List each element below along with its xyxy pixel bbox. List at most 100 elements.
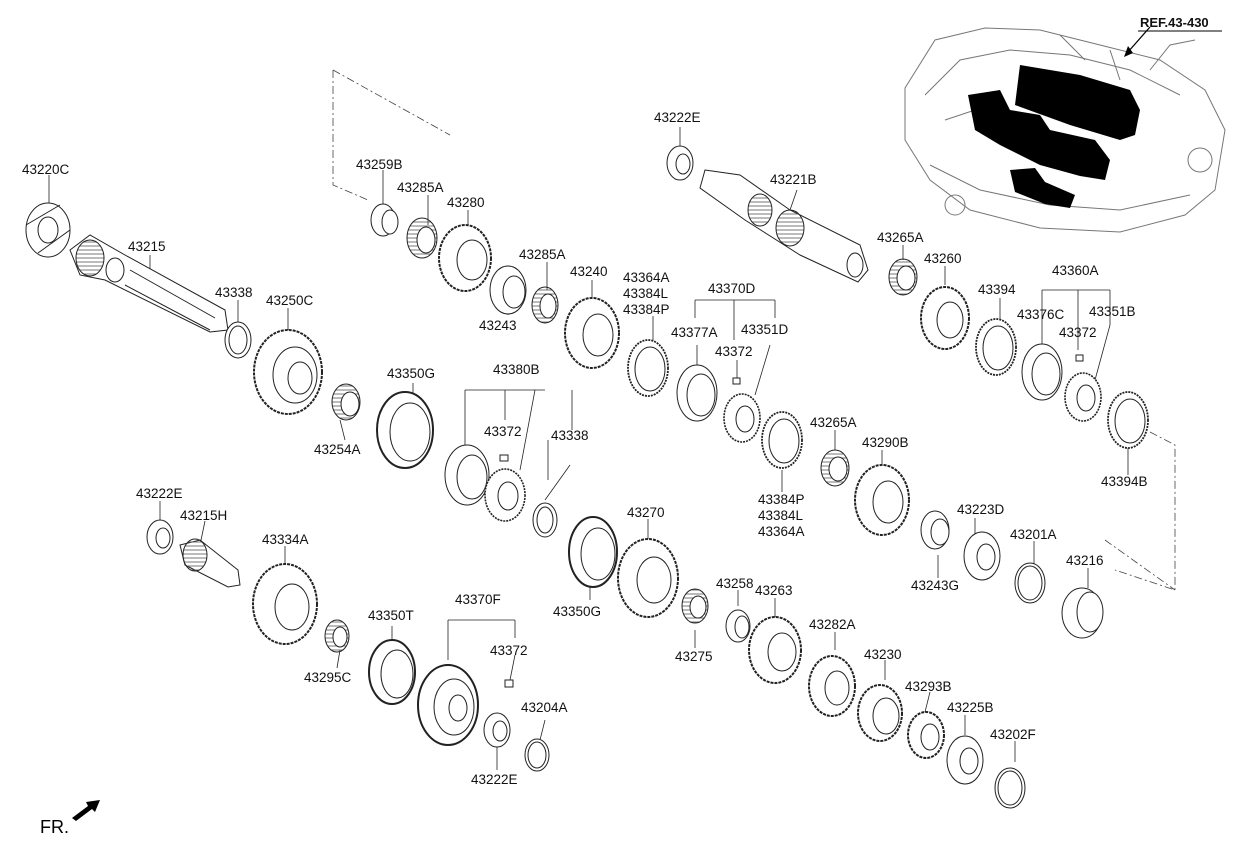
synchro-ring-43350T — [368, 639, 416, 705]
part-label-43372[interactable]: 43372 — [1059, 325, 1097, 340]
sleeve-43376C — [1021, 343, 1063, 401]
snap-ring-43204A — [524, 738, 550, 772]
part-label-43221B[interactable]: 43221B — [770, 172, 817, 187]
bush-43243 — [489, 265, 527, 315]
part-label-43364A[interactable]: 43364A — [623, 270, 670, 285]
part-label-43372[interactable]: 43372 — [715, 344, 753, 359]
synchro-ring-43394B — [1107, 391, 1149, 449]
part-label-43370F[interactable]: 43370F — [455, 592, 501, 607]
highlighted-shafts — [968, 65, 1140, 208]
part-label-43243[interactable]: 43243 — [479, 318, 517, 333]
part-label-43223D[interactable]: 43223D — [957, 502, 1005, 517]
bearing-43222E-b — [146, 519, 174, 555]
part-label-43384P[interactable]: 43384P — [623, 302, 670, 317]
part-label-43230[interactable]: 43230 — [864, 647, 902, 662]
needle-bearing-43265A-a — [888, 258, 918, 296]
part-label-43201A[interactable]: 43201A — [1010, 527, 1057, 542]
part-label-43384L[interactable]: 43384L — [758, 508, 804, 523]
part-label-43394B[interactable]: 43394B — [1101, 474, 1148, 489]
part-label-43376C[interactable]: 43376C — [1017, 307, 1065, 322]
synchro-ring-43384-a — [627, 339, 669, 397]
part-label-43295C[interactable]: 43295C — [304, 670, 352, 685]
front-direction-arrow-icon — [72, 800, 100, 821]
part-label-43258[interactable]: 43258 — [716, 576, 754, 591]
gear-43293B — [907, 711, 945, 759]
part-label-43285A[interactable]: 43285A — [397, 180, 444, 195]
part-label-43202F[interactable]: 43202F — [990, 727, 1036, 742]
part-label-43254A[interactable]: 43254A — [314, 442, 361, 457]
part-label-43222E[interactable]: 43222E — [136, 486, 183, 501]
bearing-43222E-a — [666, 145, 694, 181]
part-label-43351D[interactable]: 43351D — [741, 322, 789, 337]
part-label-43338[interactable]: 43338 — [215, 285, 253, 300]
part-label-43263[interactable]: 43263 — [755, 583, 793, 598]
gear-43270 — [617, 538, 679, 618]
part-label-43215H[interactable]: 43215H — [180, 508, 228, 523]
part-label-43240[interactable]: 43240 — [570, 264, 608, 279]
part-label-43334A[interactable]: 43334A — [262, 532, 309, 547]
part-label-43364A[interactable]: 43364A — [758, 524, 805, 539]
synchro-assembly-43370F — [417, 664, 479, 746]
part-label-43275[interactable]: 43275 — [675, 649, 713, 664]
needle-bearing-43254A — [331, 383, 361, 421]
part-label-43350G[interactable]: 43350G — [387, 366, 436, 381]
snap-ring-43202F — [994, 767, 1026, 809]
part-label-43285A[interactable]: 43285A — [519, 247, 566, 262]
parts-illustrations — [25, 145, 1149, 809]
part-label-43282A[interactable]: 43282A — [809, 617, 856, 632]
part-label-43384P[interactable]: 43384P — [758, 492, 805, 507]
gear-43263 — [748, 616, 802, 684]
part-label-43225B[interactable]: 43225B — [947, 700, 994, 715]
needle-bearing-43285A-a — [406, 217, 438, 259]
hub-43351B — [1064, 372, 1102, 422]
part-label-43377A[interactable]: 43377A — [671, 325, 718, 340]
part-label-43394[interactable]: 43394 — [978, 282, 1016, 297]
part-label-43265A[interactable]: 43265A — [810, 415, 857, 430]
bush-43258 — [725, 609, 751, 643]
part-label-43270[interactable]: 43270 — [627, 505, 665, 520]
gear-43230 — [857, 684, 903, 742]
part-label-43351B[interactable]: 43351B — [1089, 304, 1136, 319]
part-label-43380B[interactable]: 43380B — [493, 362, 540, 377]
synchro-ring-43350G-a — [376, 391, 434, 469]
part-label-43204A[interactable]: 43204A — [521, 700, 568, 715]
part-label-43350T[interactable]: 43350T — [368, 608, 414, 623]
key-43372-c — [1075, 354, 1084, 362]
part-label-43338[interactable]: 43338 — [551, 428, 589, 443]
bearing-43223D — [963, 531, 1001, 581]
part-label-43360A[interactable]: 43360A — [1052, 263, 1099, 278]
part-label-43220C[interactable]: 43220C — [22, 162, 70, 177]
part-label-43384L[interactable]: 43384L — [623, 286, 669, 301]
input-shaft-43215 — [69, 234, 229, 333]
bearing-43222E-c — [483, 712, 511, 748]
part-label-43290B[interactable]: 43290B — [862, 435, 909, 450]
part-label-43222E[interactable]: 43222E — [471, 772, 518, 787]
part-label-43350G[interactable]: 43350G — [553, 604, 602, 619]
part-label-43280[interactable]: 43280 — [447, 195, 485, 210]
synchro-ring-43350G-b — [568, 516, 618, 588]
part-label-43370D[interactable]: 43370D — [708, 281, 756, 296]
key-43372-d — [504, 679, 514, 688]
part-label-43222E[interactable]: 43222E — [654, 110, 701, 125]
gear-43240 — [564, 297, 620, 369]
part-label-43250C[interactable]: 43250C — [266, 293, 314, 308]
key-43372-a — [499, 454, 509, 462]
part-label-43293B[interactable]: 43293B — [905, 679, 952, 694]
part-label-43216[interactable]: 43216 — [1066, 553, 1104, 568]
part-label-43372[interactable]: 43372 — [490, 643, 528, 658]
part-label-43265A[interactable]: 43265A — [877, 230, 924, 245]
part-label-43243G[interactable]: 43243G — [911, 578, 960, 593]
reference-label[interactable]: REF.43-430 — [1140, 15, 1209, 30]
part-label-43260[interactable]: 43260 — [924, 251, 962, 266]
output-shaft-43221B — [699, 169, 869, 283]
shaft-43215H — [179, 538, 241, 588]
ref-arrow-head — [1124, 46, 1133, 57]
bearing-43225B — [946, 735, 984, 785]
part-label-43215[interactable]: 43215 — [128, 239, 166, 254]
assembly-dashed-lines — [332, 69, 1176, 591]
hub-43351D — [723, 393, 761, 443]
gear-43290B — [854, 464, 910, 536]
part-label-43259B[interactable]: 43259B — [356, 157, 403, 172]
leader-lines — [48, 127, 1129, 770]
part-label-43372[interactable]: 43372 — [484, 424, 522, 439]
